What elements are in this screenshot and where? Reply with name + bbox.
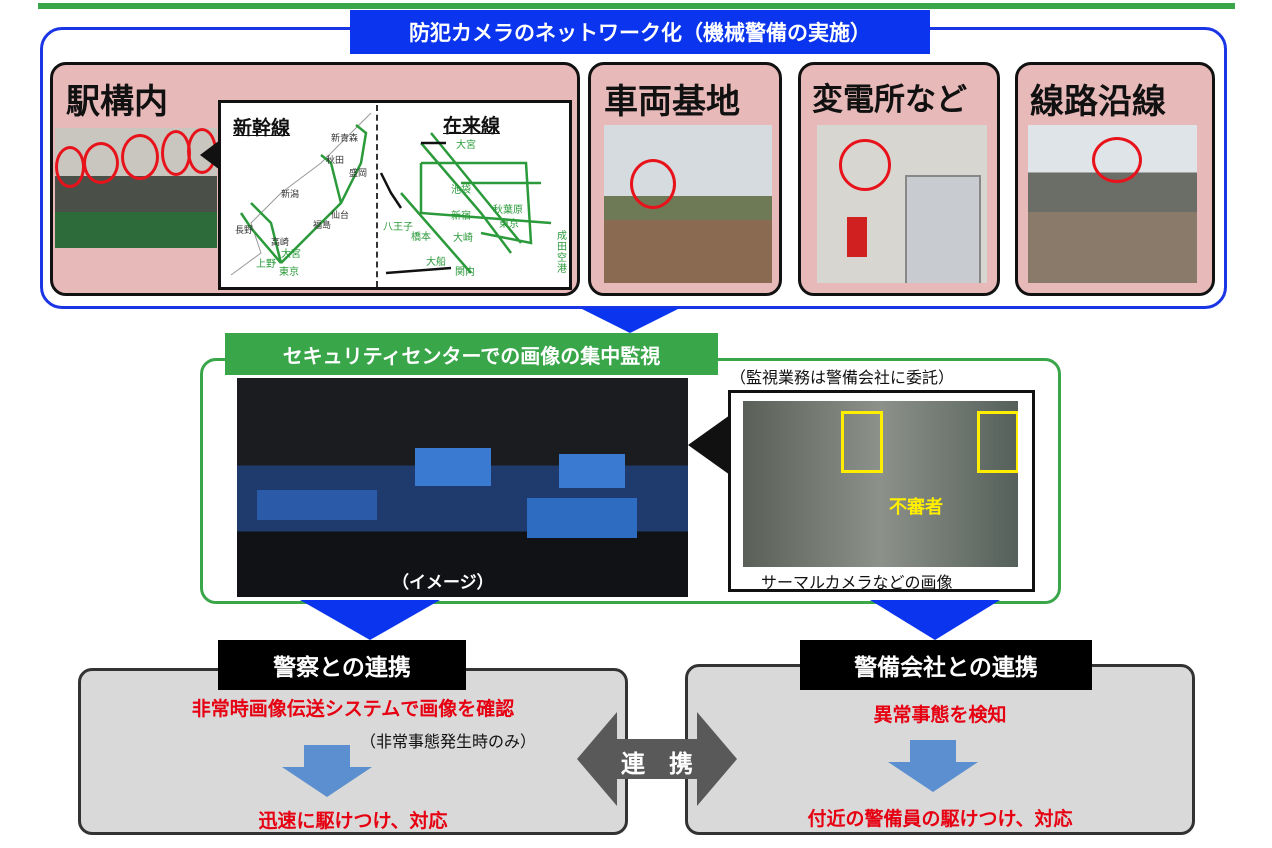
police-line2: 迅速に駆けつけ、対応 <box>258 810 448 832</box>
station-label: 福島 <box>313 221 332 231</box>
station-label: 関内 <box>455 267 475 278</box>
station-label: 八王子 <box>383 222 413 233</box>
monitoring-note: （監視業務は警備会社に委託） <box>730 368 955 387</box>
security-line1: 異常事態を検知 <box>873 704 1007 726</box>
double-arrow-icon <box>577 712 737 806</box>
panel-title: 変電所など <box>812 82 967 118</box>
station-label: 成田空港 <box>557 231 567 275</box>
thermal-photo: 不審者 <box>743 401 1018 567</box>
station-label: 東京 <box>499 219 519 230</box>
map-divider <box>376 105 378 287</box>
section-title: 防犯カメラのネットワーク化（機械警備の実施） <box>350 10 930 54</box>
zairaisen-label: 在来線 <box>443 115 501 137</box>
station-label: 大船 <box>426 257 446 268</box>
rail-lines <box>230 112 552 276</box>
station-label: 長野 <box>235 226 254 236</box>
station-label: 東京 <box>279 267 299 278</box>
station-label: 新宿 <box>451 211 471 222</box>
station-label: 高崎 <box>271 238 290 248</box>
panel-title: 線路沿線 <box>1030 82 1166 122</box>
station-label: 大宮 <box>456 140 476 151</box>
police-note: （非常事態発生時のみ） <box>360 732 537 751</box>
control-room-photo: （イメージ） <box>237 378 688 597</box>
callout-pointer <box>200 140 220 170</box>
down-arrow <box>580 308 680 333</box>
police-title: 警察との連携 <box>218 640 466 690</box>
panel-title: 車両基地 <box>604 82 740 122</box>
monitoring-title: セキュリティセンターでの画像の集中監視 <box>225 333 718 375</box>
link-label: 連 携 <box>621 750 693 778</box>
station-label: 大崎 <box>453 233 473 244</box>
substation-photo <box>817 125 987 283</box>
depot-photo <box>604 125 772 283</box>
station-label: 仙台 <box>331 211 350 221</box>
police-box <box>78 668 628 835</box>
station-label: 新青森 <box>331 134 359 144</box>
security-line2: 付近の警備員の駆けつけ、対応 <box>807 808 1073 830</box>
panel-title: 駅構内 <box>66 82 168 122</box>
station-label: 秋葉原 <box>493 205 523 216</box>
station-label: 大宮 <box>281 249 301 260</box>
police-line1: 非常時画像伝送システムで画像を確認 <box>191 698 515 720</box>
thermal-inset: 不審者 サーマルカメラなどの画像 <box>728 390 1035 592</box>
down-arrow-icon <box>282 745 372 797</box>
top-rule <box>38 3 1235 9</box>
route-map: 新幹線 在来線 新青森 秋田 盛岡 新潟 仙台 福島 長野 高崎 大宮 上野 東… <box>218 100 572 290</box>
station-label: 池袋 <box>451 185 471 196</box>
shinkansen-label: 新幹線 <box>233 117 291 139</box>
station-photo <box>55 128 217 248</box>
station-label: 盛岡 <box>349 169 368 179</box>
station-label: 新潟 <box>281 190 300 200</box>
down-arrow-icon <box>888 740 978 792</box>
down-arrow-left <box>300 600 440 640</box>
image-caption: （イメージ） <box>392 573 494 593</box>
thermal-caption: サーマルカメラなどの画像 <box>761 573 953 592</box>
trackside-photo <box>1028 125 1197 283</box>
callout-pointer <box>688 415 730 475</box>
suspicious-person-label: 不審者 <box>889 497 943 518</box>
down-arrow-right <box>870 600 1000 640</box>
station-label: 上野 <box>256 259 276 270</box>
security-title: 警備会社との連携 <box>800 640 1092 690</box>
station-label: 橋本 <box>411 232 431 243</box>
station-label: 秋田 <box>326 156 345 166</box>
